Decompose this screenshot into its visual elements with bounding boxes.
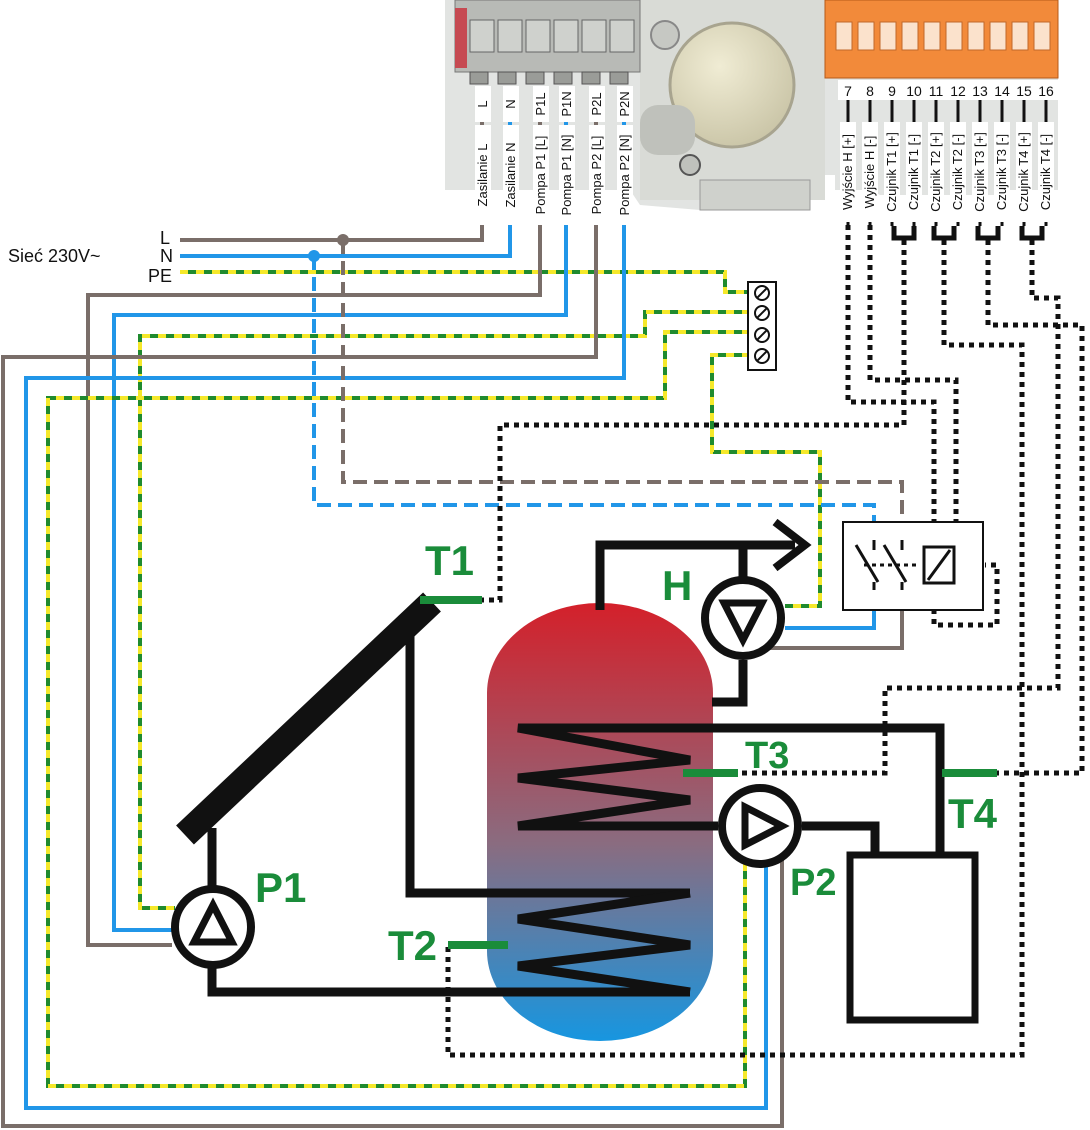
- terminal-top-label: L: [475, 100, 490, 107]
- pe-terminal-strip: [747, 281, 777, 371]
- sensor-wire-label: Czujnik T4 [+]: [1016, 132, 1031, 212]
- pump-h-label: H: [662, 562, 692, 609]
- sensor-markers: [420, 596, 997, 949]
- terminal-number: 9: [888, 83, 896, 99]
- terminal-number: 15: [1016, 83, 1032, 99]
- mains-label-N: N: [160, 246, 173, 266]
- wire-H-PE: [710, 353, 822, 608]
- sensor-t1-label: T1: [425, 537, 474, 584]
- pump-p2: [718, 784, 802, 868]
- terminal-top-label: P2L: [589, 92, 604, 115]
- sensor-t4-label: T4: [948, 790, 998, 837]
- wire-sensor-T4: [985, 240, 1085, 776]
- wire-P2-N: [24, 90, 768, 1110]
- terminal-number: 10: [906, 83, 922, 99]
- sensor-wire-label: Czujnik T4 [-]: [1038, 134, 1053, 210]
- triangle-down-icon: [718, 599, 768, 648]
- wire-P1-PE: [138, 310, 750, 910]
- terminal-number: 8: [866, 83, 874, 99]
- relay-box: [842, 521, 984, 611]
- junction-dot-N: [308, 250, 320, 262]
- terminal-top-label: P2N: [617, 91, 632, 116]
- terminal-wire-label: Pompa P1 [N]: [559, 135, 574, 216]
- sensor-wire-label: Czujnik T3 [-]: [994, 134, 1009, 210]
- terminal-number: 12: [950, 83, 966, 99]
- wire-P2-L: [1, 90, 784, 1128]
- piping: [207, 540, 945, 997]
- wire-P1-L: [86, 90, 542, 947]
- solar-collector: [176, 592, 441, 845]
- arrow-right-icon: [772, 518, 812, 572]
- triangle-up-icon: [188, 897, 238, 946]
- wire-L: [180, 90, 484, 242]
- terminal-wire-label: Pompa P2 [N]: [617, 135, 632, 216]
- boiler: [846, 851, 979, 1024]
- pump-p2-label: P2: [790, 862, 836, 904]
- pump-p1-label: P1: [255, 864, 306, 911]
- sensor-wire-label: Czujnik T2 [-]: [950, 134, 965, 210]
- screw-icon: [650, 20, 680, 50]
- network-label: Sieć 230V~: [8, 246, 101, 266]
- terminal-wire-label: Zasilanie L: [475, 144, 490, 207]
- pump-h: [701, 576, 785, 660]
- screw-icon: [679, 154, 701, 176]
- pump-p1: [171, 885, 255, 969]
- sensor-wire-label: Czujnik T3 [+]: [972, 132, 987, 212]
- sensor-wire-label: Czujnik T1 [+]: [884, 132, 899, 212]
- terminal-top-label: N: [503, 99, 518, 108]
- terminal-number: 13: [972, 83, 988, 99]
- terminal-number: 16: [1038, 83, 1054, 99]
- sensor-t3-label: T3: [745, 735, 789, 777]
- terminal-top-label: P1L: [533, 92, 548, 115]
- wiring: [1, 90, 1085, 1128]
- sensor-wire-label: Czujnik T2 [+]: [928, 132, 943, 212]
- mains-label-L: L: [160, 228, 170, 248]
- sensor-wire-label: Wyjście H [+]: [840, 134, 855, 210]
- wire-sensor-T1: [480, 240, 907, 603]
- wire-P2-PE: [46, 330, 750, 1088]
- mains-label-PE: PE: [148, 266, 172, 286]
- sensor-wire-label: Wyjście H [-]: [862, 136, 877, 209]
- terminal-number: 11: [929, 83, 944, 99]
- terminal-number: 7: [844, 83, 852, 99]
- terminal-wire-label: Zasilanie N: [503, 142, 518, 207]
- wire-P1-N: [112, 90, 568, 932]
- terminal-top-label: P1N: [559, 91, 574, 116]
- terminal-number: 14: [994, 83, 1010, 99]
- sensor-wire-label: Czujnik T1 [-]: [906, 134, 921, 210]
- wire-relay-L: [341, 240, 904, 540]
- junction-dot-L: [337, 234, 349, 246]
- triangle-right-icon: [741, 801, 790, 851]
- terminal-wire-label: Pompa P1 [L]: [533, 136, 548, 215]
- controller-knob[interactable]: [668, 21, 796, 149]
- sensor-t2-label: T2: [388, 922, 437, 969]
- terminal-wire-label: Pompa P2 [L]: [589, 136, 604, 215]
- wire-sensor-T3: [735, 240, 1061, 776]
